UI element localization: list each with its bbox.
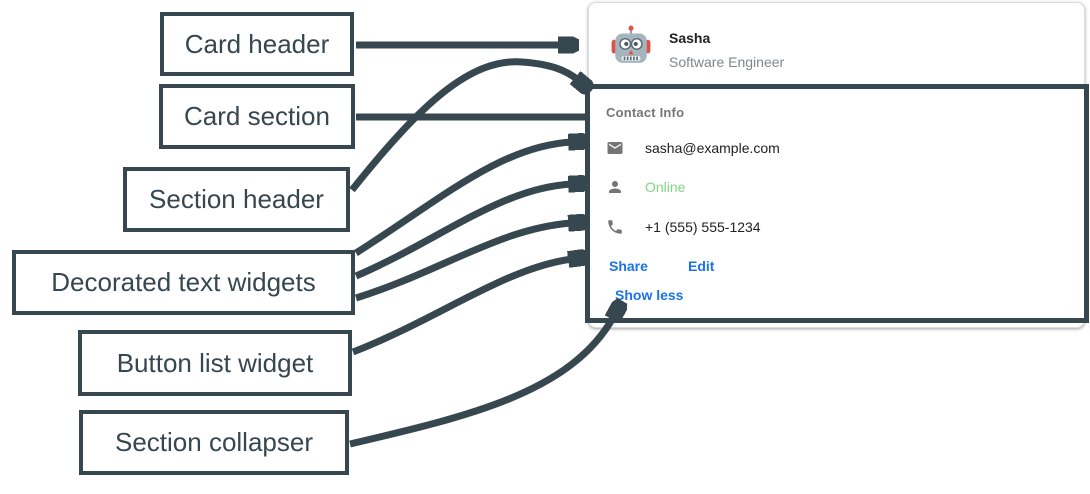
share-button[interactable]: Share xyxy=(609,258,648,274)
robot-avatar-icon xyxy=(611,25,651,63)
decorated-text-phone: +1 (555) 555-1234 xyxy=(606,217,761,237)
phone-text: +1 (555) 555-1234 xyxy=(645,219,761,235)
arrow-decorated-email xyxy=(354,142,572,256)
arrow-section-collapser xyxy=(349,316,614,448)
arrow-section-header xyxy=(349,58,578,193)
label-card-header: Card header xyxy=(160,12,354,76)
arrow-button-list xyxy=(351,259,572,356)
person-icon xyxy=(609,181,621,193)
arrow-decorated-phone xyxy=(354,223,572,302)
label-section-collapser: Section collapser xyxy=(79,410,349,475)
arrow-decorated-status xyxy=(354,184,572,280)
label-button-list-widget-text: Button list widget xyxy=(116,347,314,378)
card-header-subtitle: Software Engineer xyxy=(669,54,785,70)
email-text: sasha@example.com xyxy=(645,140,780,156)
contact-card: Sasha Software Engineer Contact Info sas… xyxy=(588,2,1085,328)
show-less-collapser[interactable]: Show less xyxy=(615,287,684,303)
label-decorated-text-widgets-text: Decorated text widgets xyxy=(51,267,316,297)
email-icon xyxy=(607,142,623,154)
label-card-section-text: Card section xyxy=(184,101,330,131)
label-button-list-widget: Button list widget xyxy=(78,330,352,396)
decorated-text-email: sasha@example.com xyxy=(606,138,780,158)
card-header-name: Sasha xyxy=(669,30,711,46)
label-section-header: Section header xyxy=(123,167,350,232)
label-card-section: Card section xyxy=(159,84,355,149)
section-header-title: Contact Info xyxy=(606,105,685,120)
label-card-header-text: Card header xyxy=(184,28,330,59)
phone-icon xyxy=(608,220,622,234)
label-section-header-text: Section header xyxy=(149,184,324,214)
decorated-text-status: Online xyxy=(606,177,685,197)
label-decorated-text-widgets: Decorated text widgets xyxy=(12,250,355,315)
edit-button[interactable]: Edit xyxy=(688,258,715,274)
label-section-collapser-text: Section collapser xyxy=(115,427,313,457)
status-text: Online xyxy=(645,179,686,195)
